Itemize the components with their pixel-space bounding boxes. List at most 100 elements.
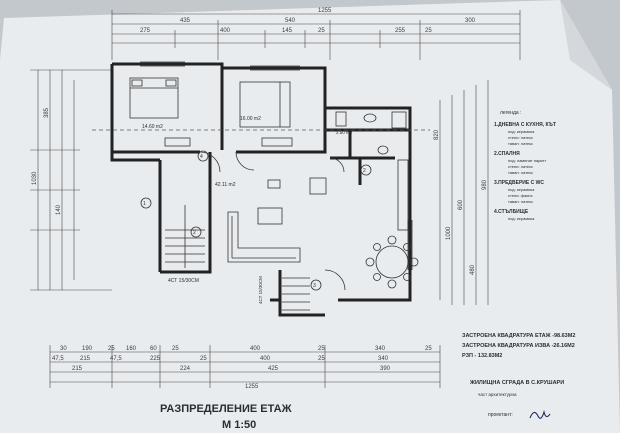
sofa — [227, 211, 301, 263]
door-arc-hall — [329, 157, 345, 173]
dim-bot1-3: 160 — [126, 346, 137, 352]
dim-bottom-total: 1255 — [245, 384, 259, 390]
legend-item-4-detail-1: под: керамика — [508, 216, 535, 221]
dim-bot2-1: 215 — [80, 356, 91, 362]
dim-right-5: 480 — [470, 264, 476, 275]
dim-left-3: 140 — [56, 204, 62, 215]
floor-plan — [92, 61, 430, 317]
stair2-label: 4СТ 15/30СМ — [258, 276, 263, 304]
legend-item-2-detail-2: стени: латекс — [508, 164, 533, 169]
dim-top-sub-1: 275 — [140, 28, 151, 34]
legend-item-1-detail-2: стени: латекс — [508, 135, 533, 140]
door-arc-bedroom1 — [199, 151, 221, 173]
dim-top-1: 435 — [180, 18, 191, 24]
staircase-1 — [165, 205, 205, 268]
dim-bot1-0: 30 — [60, 346, 67, 352]
dim-bot3-1: 224 — [180, 366, 191, 372]
dim-bot1-7: 25 — [318, 346, 325, 352]
bed-2 — [239, 81, 291, 128]
project-name: ЖИЛИЩНА СГРАДА В С.КРУШАРИ — [469, 380, 564, 386]
stair-label: 4СТ 15/30СМ — [168, 278, 199, 284]
dim-right-1: 820 — [434, 129, 440, 140]
room-marker-1-label: 1 — [143, 201, 146, 207]
dim-right-4: 600 — [458, 199, 464, 210]
living-area: 42.11 m2 — [215, 182, 236, 188]
outer-wall-left-upper — [110, 64, 160, 162]
dim-bot3-0: 215 — [72, 366, 83, 372]
dim-bot1-4: 60 — [150, 346, 157, 352]
dim-bot2-7: 340 — [378, 356, 389, 362]
dim-bot1-6: 400 — [250, 346, 261, 352]
legend-item-3-detail-3: таван: латекс — [508, 199, 533, 204]
entrance-wall — [278, 270, 325, 317]
bedroom2-area: 16.00 m2 — [240, 116, 261, 122]
paper-fold — [560, 0, 612, 90]
room-marker-4 — [197, 150, 209, 162]
summary-line-2: ЗАСТРОЕНА КВАДРАТУРА ИЗВА -26.16М2 — [462, 343, 575, 349]
dim-top-2: 540 — [285, 18, 296, 24]
dim-bot2-0: 47,5 — [52, 356, 64, 362]
room-marker-4-label: 4 — [200, 154, 203, 160]
shower — [391, 111, 407, 129]
drawing-scale: М 1:50 — [222, 419, 256, 431]
dim-top-sub-5: 255 — [395, 28, 406, 34]
coffee-table — [257, 207, 283, 225]
dim-right-2: 1000 — [446, 226, 452, 240]
project-part: част архитектурна — [478, 392, 517, 397]
summary-line-3: РЗП - 132.83М2 — [462, 353, 502, 359]
legend-item-2-detail-1: под: ламинат паркет — [508, 158, 546, 163]
dim-bot2-6: 25 — [318, 356, 325, 362]
summary-line-1: ЗАСТРОЕНА КВАДРАТУРА ЕТАЖ -98.63М2 — [462, 333, 575, 339]
bedroom1-area: 14.60 m2 — [142, 124, 163, 130]
legend-item-3-name: 3.ПРЕДВЕРИЕ С WC — [494, 180, 544, 186]
partition-bedroom2-bottom — [236, 108, 327, 154]
dim-bot2-5: 400 — [260, 356, 271, 362]
dim-top-total: 1255 — [318, 8, 332, 14]
dim-top-sub-6: 25 — [425, 28, 432, 34]
room-marker-2 — [190, 226, 202, 238]
room-marker-1 — [140, 197, 152, 209]
legend-item-1-detail-1: под: керамика — [508, 129, 535, 134]
door-arc-entrance — [324, 269, 346, 291]
bath-area: 2.50 m2 — [336, 130, 353, 135]
sink — [363, 113, 377, 123]
dim-bot1-1: 190 — [82, 346, 93, 352]
dim-bot1-2: 25 — [108, 346, 115, 352]
dim-top-sub-3: 145 — [282, 28, 293, 34]
dim-bot2-3: 225 — [150, 356, 161, 362]
staircase-2 — [282, 277, 310, 311]
door-arc-bedroom2 — [235, 151, 255, 171]
designer-label: проектант: — [488, 412, 513, 418]
dim-bot3-3: 390 — [380, 366, 391, 372]
room-marker-3-label: 3 — [313, 283, 316, 289]
stair-wall-bottom — [160, 210, 212, 274]
designer-signature — [529, 409, 551, 419]
dim-top-sub-4: 25 — [318, 28, 325, 34]
legend-item-2-detail-3: таван: латекс — [508, 170, 533, 175]
legend-item-1-name: 1.ДНЕВНА С КУХНЯ, КЪТ — [494, 122, 556, 128]
drawing-title: РАЗПРЕДЕЛЕНИЕ ЕТАЖ — [160, 403, 292, 415]
toilet — [377, 145, 389, 155]
kitchen-counter — [397, 159, 409, 231]
legend-title: легенда : — [500, 110, 521, 116]
dim-bot1-9: 25 — [425, 346, 432, 352]
dim-bot1-8: 340 — [375, 346, 386, 352]
bed-1 — [129, 77, 179, 119]
outer-wall-top-right — [112, 62, 412, 302]
dim-top-3: 300 — [465, 18, 476, 24]
room-marker-2-label: 2 — [193, 230, 196, 236]
room-marker-3 — [310, 279, 322, 291]
dim-bot1-5: 25 — [172, 346, 179, 352]
legend: легенда : 1.ДНЕВНА С КУХНЯ, КЪТ под: кер… — [494, 110, 556, 221]
legend-item-3-detail-1: под: керамика — [508, 187, 535, 192]
legend-item-3-detail-2: стени: фаянс — [508, 193, 533, 198]
left-dimension-lines — [30, 69, 112, 291]
title-block: ЖИЛИЩНА СГРАДА В С.КРУШАРИ част архитект… — [469, 380, 564, 419]
legend-item-2-name: 2.СПАЛНЯ — [494, 151, 520, 157]
room-marker-5-label: 2 — [363, 168, 366, 174]
dim-left-1: 1030 — [32, 171, 38, 185]
legend-item-4-name: 4.СТЪЛБИЩЕ — [494, 209, 529, 215]
dim-bot2-4: 25 — [200, 356, 207, 362]
